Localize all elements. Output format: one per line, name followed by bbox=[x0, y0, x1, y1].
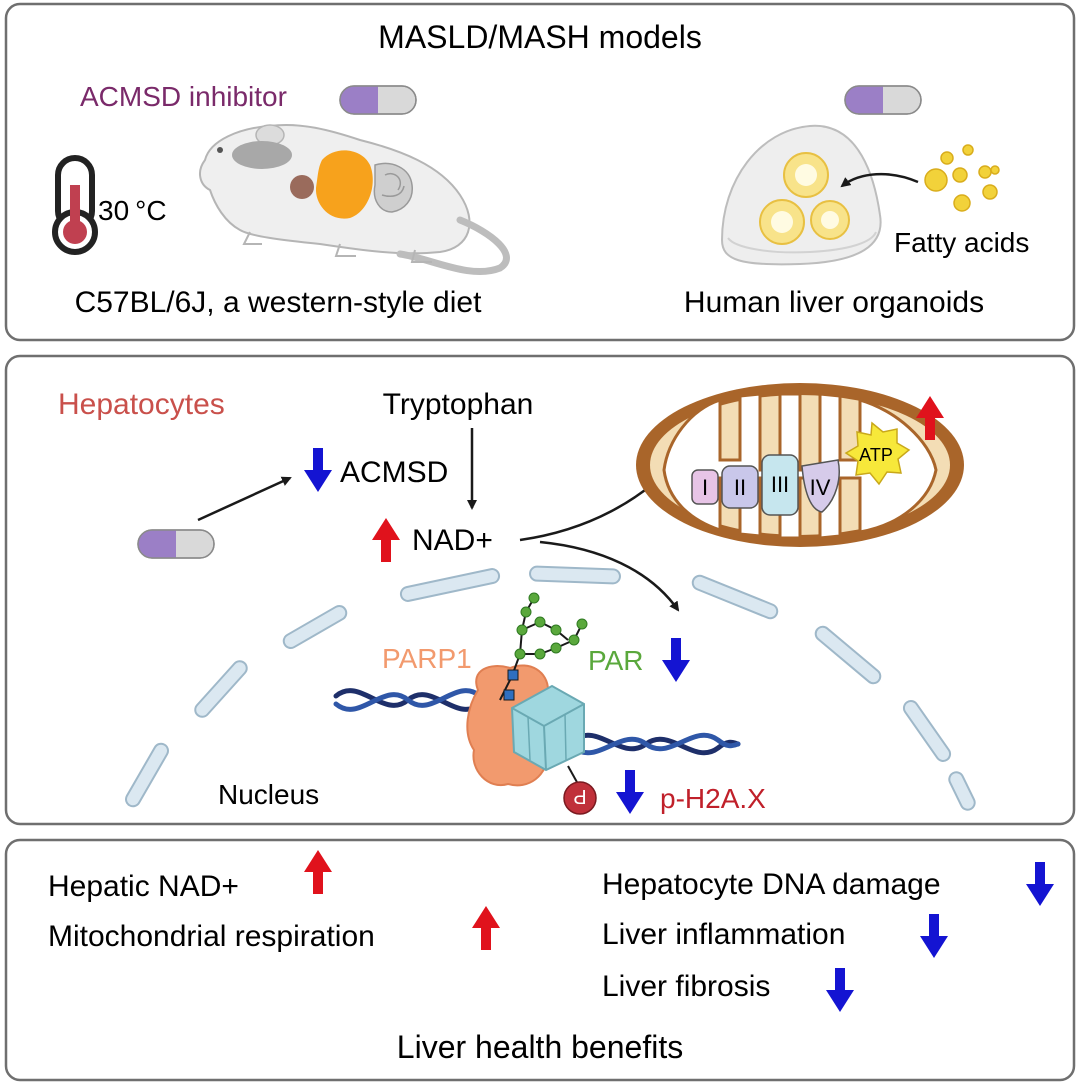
temperature-value: 30°C bbox=[98, 195, 167, 226]
benefit-inflammation: Liver inflammation bbox=[602, 918, 845, 951]
pill-icon bbox=[844, 85, 922, 115]
acmsd-label: ACMSD bbox=[340, 456, 448, 489]
benefit-fibrosis: Liver fibrosis bbox=[602, 970, 770, 1003]
panel-hepatocytes: Hepatocytes Tryptophan ACMSD NAD+ I II I… bbox=[4, 354, 1076, 826]
dna-helix bbox=[333, 688, 741, 756]
panel-benefits-frame bbox=[4, 838, 1076, 1082]
tryptophan-label: Tryptophan bbox=[383, 388, 534, 421]
pill-icon bbox=[339, 85, 417, 115]
complex-ii-label: II bbox=[734, 475, 746, 500]
electron-transport-chain: I II III IV bbox=[691, 454, 840, 516]
panel-models-title: MASLD/MASH models bbox=[378, 19, 702, 55]
fatty-acid-arrow bbox=[840, 172, 919, 188]
par-label: PAR bbox=[588, 645, 644, 676]
ph2ax-label: p-H2A.X bbox=[660, 783, 766, 814]
nucleus-label: Nucleus bbox=[218, 779, 319, 810]
panel-benefits: Hepatic NAD+ Mitochondrial respiration H… bbox=[4, 838, 1076, 1082]
complex-iv-label: IV bbox=[810, 475, 831, 500]
phospho-link bbox=[567, 765, 579, 785]
benefit-mito-respiration: Mitochondrial respiration bbox=[48, 920, 375, 953]
complex-i-label: I bbox=[702, 475, 708, 500]
benefit-hepatic-nad: Hepatic NAD+ bbox=[48, 870, 239, 903]
par-chain-icon bbox=[499, 592, 588, 701]
inhibitor-to-acmsd-arrow bbox=[197, 476, 292, 522]
parp1-label: PARP1 bbox=[382, 643, 472, 674]
nuclear-envelope bbox=[125, 565, 976, 811]
panel-models: MASLD/MASH models ACMSD inhibitor 30°C bbox=[4, 2, 1076, 342]
phosphate-icon bbox=[563, 781, 597, 815]
thermometer-icon bbox=[52, 155, 98, 255]
mouse-label: C57BL/6J, a western-style diet bbox=[75, 286, 483, 319]
atp-star-icon: ATP bbox=[844, 421, 911, 486]
benefit-dna-damage: Hepatocyte DNA damage bbox=[602, 868, 941, 901]
organoid-dome-icon bbox=[720, 124, 882, 266]
hepatocytes-title: Hepatocytes bbox=[58, 388, 225, 421]
nucleosome-icon bbox=[510, 684, 585, 772]
complex-iii-box bbox=[761, 454, 799, 516]
fatty-acids-label: Fatty acids bbox=[894, 227, 1029, 258]
complex-iv-box bbox=[801, 459, 840, 513]
fatty-acid-droplets-icon bbox=[924, 144, 1000, 212]
complex-ii-box bbox=[721, 465, 759, 509]
complex-i-box bbox=[691, 469, 719, 505]
benefits-footer: Liver health benefits bbox=[397, 1029, 683, 1065]
phosphate-label: P bbox=[573, 785, 586, 807]
pill-icon bbox=[137, 529, 215, 559]
mouse-icon bbox=[198, 123, 510, 275]
inhibitor-label: ACMSD inhibitor bbox=[80, 81, 287, 112]
mitochondrion-icon bbox=[636, 383, 964, 547]
atp-label: ATP bbox=[859, 445, 893, 465]
nad-to-par-arrow bbox=[539, 540, 680, 612]
nad-label: NAD+ bbox=[412, 524, 493, 557]
organoid-label: Human liver organoids bbox=[684, 286, 984, 319]
complex-iii-label: III bbox=[771, 472, 789, 497]
